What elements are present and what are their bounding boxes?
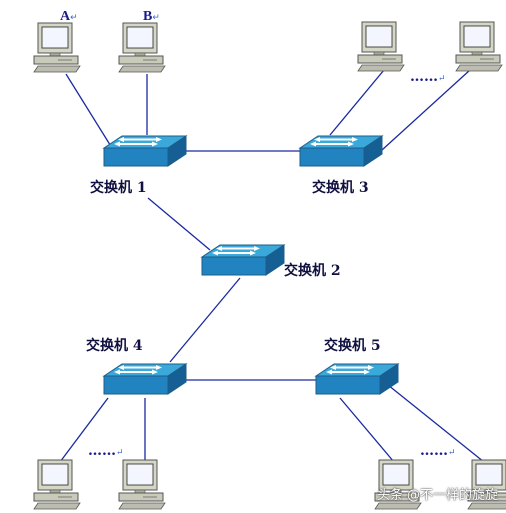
switch-3	[299, 135, 383, 167]
pc-top-right-2	[455, 21, 503, 72]
pc-bottom-left-1	[33, 459, 81, 510]
link-s3-pc2	[381, 69, 471, 151]
switch-4-label: 交换机 4	[86, 338, 143, 354]
ellipsis-bottom-right: ……↵	[420, 443, 456, 459]
pc-b-label: B↵	[143, 10, 160, 24]
return-mark: ↵	[448, 448, 456, 458]
links	[59, 69, 485, 463]
switch-1-label: 交换机 1	[90, 180, 147, 196]
ellipsis-top-right: ……↵	[410, 69, 446, 85]
return-mark: ↵	[438, 74, 446, 84]
link-s1-s2	[147, 197, 211, 251]
link-s2-s4	[169, 277, 241, 363]
link-s3-pc1	[329, 69, 385, 136]
link-a-s1	[65, 73, 113, 149]
link-s5-pc1	[339, 397, 395, 463]
watermark: 头条 @不一样的旋旋	[376, 488, 498, 503]
switch-4	[103, 363, 187, 395]
pc-b-text: B	[143, 9, 153, 24]
ellipsis-text: ……	[420, 443, 448, 459]
switch-2-label: 交换机 2	[284, 263, 341, 279]
link-s4-pc1	[59, 397, 109, 463]
switch-2	[201, 244, 285, 276]
ellipsis-bottom-left: ……↵	[88, 443, 124, 459]
pc-b	[118, 22, 166, 73]
pc-a-text: A	[60, 9, 71, 24]
switch-1	[103, 135, 187, 167]
link-s5-pc2	[387, 384, 485, 463]
pc-bottom-left-2	[118, 459, 166, 510]
return-mark: ↵	[152, 12, 160, 22]
return-mark: ↵	[116, 448, 124, 458]
return-mark: ↵	[70, 12, 78, 22]
switch-5-label: 交换机 5	[324, 338, 381, 354]
pc-a-label: A↵	[60, 10, 78, 24]
ellipsis-text: ……	[88, 443, 116, 459]
pc-a	[33, 22, 81, 73]
switch-3-label: 交换机 3	[312, 180, 369, 196]
pc-top-right-1	[357, 21, 405, 72]
switch-5	[315, 363, 399, 395]
ellipsis-text: ……	[410, 69, 438, 85]
